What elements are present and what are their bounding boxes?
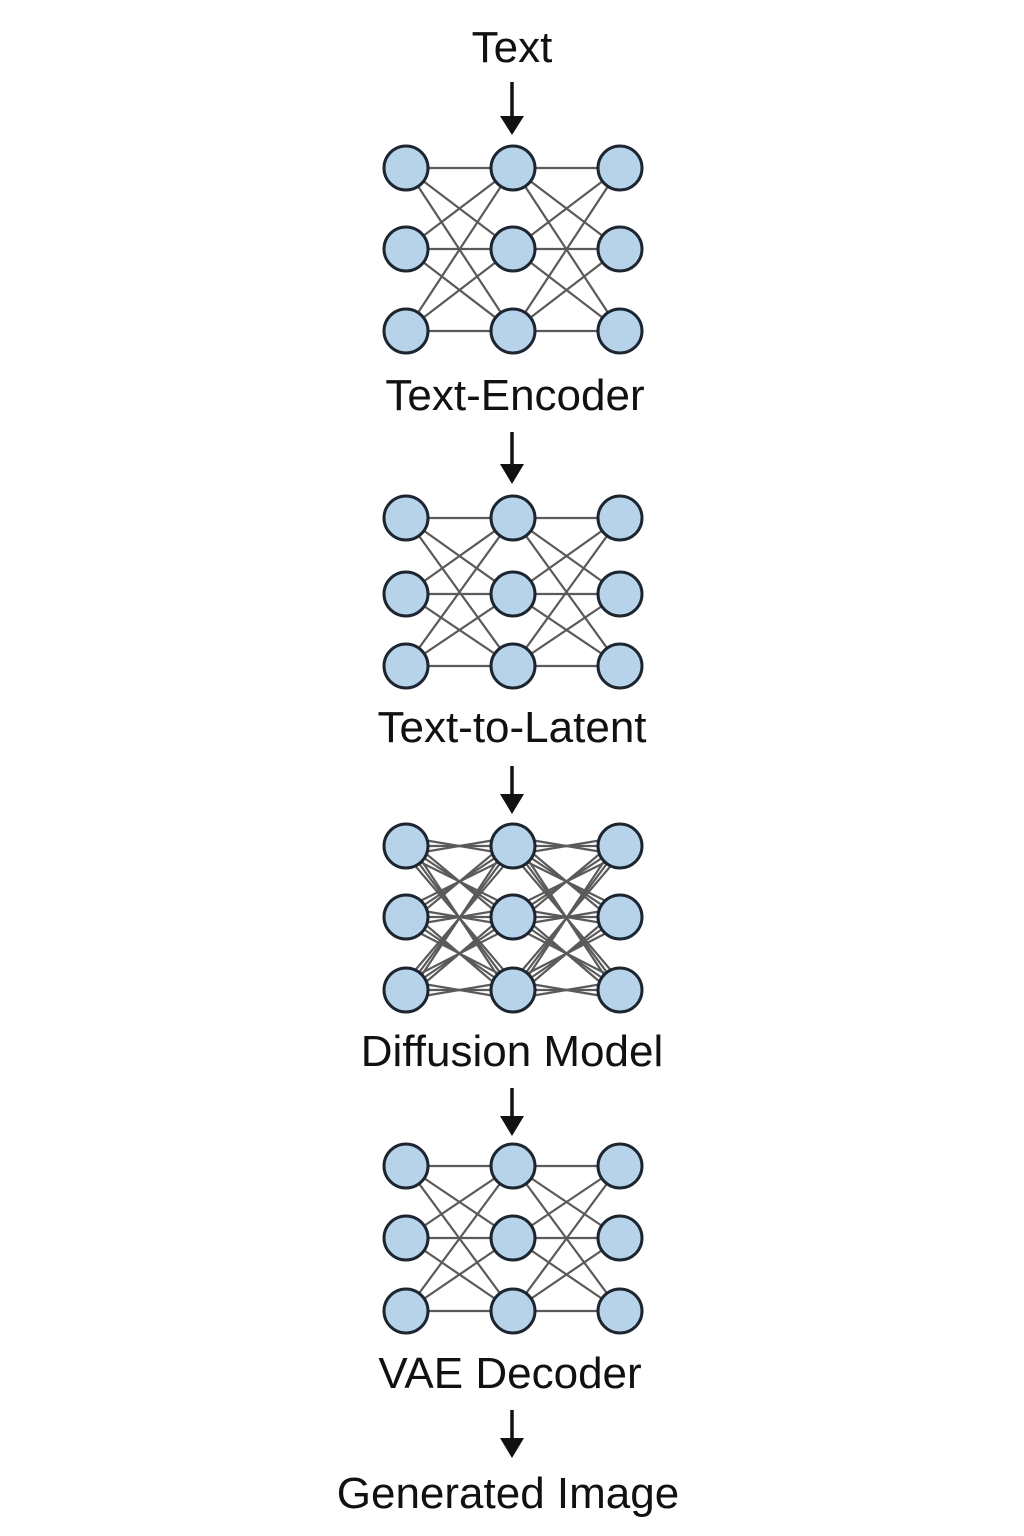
network-node <box>382 1287 430 1335</box>
stage-diffusion-model: Diffusion Model <box>361 822 663 1076</box>
network-node <box>596 494 644 542</box>
connection-edge <box>405 167 514 332</box>
network-node <box>489 642 537 690</box>
connection-edge <box>405 517 514 667</box>
network-node <box>382 1142 430 1190</box>
network-node <box>596 225 644 273</box>
network-node <box>382 893 430 941</box>
network-node <box>489 1142 537 1190</box>
network-node <box>596 144 644 192</box>
network-node <box>596 1214 644 1262</box>
network-node <box>489 494 537 542</box>
network-node <box>489 893 537 941</box>
neural-network-icon <box>382 822 644 1014</box>
network-node <box>382 307 430 355</box>
network-node <box>382 822 430 870</box>
network-node <box>596 1287 644 1335</box>
stage-label: Diffusion Model <box>361 1027 663 1076</box>
network-node <box>382 966 430 1014</box>
connection-edge <box>512 1165 621 1312</box>
network-node <box>596 642 644 690</box>
neural-network-icon <box>382 494 644 690</box>
output-label: Generated Image <box>337 1469 679 1518</box>
network-node <box>382 1214 430 1262</box>
network-node <box>489 225 537 273</box>
network-node <box>489 1214 537 1262</box>
stage-text-to-latent: Text-to-Latent <box>377 494 647 752</box>
arrow-down-icon <box>500 766 524 814</box>
network-node <box>596 966 644 1014</box>
network-node <box>596 307 644 355</box>
arrow-down-icon <box>500 1088 524 1136</box>
network-node <box>489 822 537 870</box>
network-node <box>382 494 430 542</box>
network-node <box>596 822 644 870</box>
network-node <box>382 570 430 618</box>
network-node <box>489 570 537 618</box>
input-label: Text <box>472 23 553 72</box>
connection-edge <box>405 1165 514 1312</box>
neural-network-icon <box>382 1142 644 1335</box>
stage-label: VAE Decoder <box>378 1349 641 1398</box>
arrow-down-icon <box>500 1410 524 1458</box>
network-node <box>489 966 537 1014</box>
network-node <box>596 1142 644 1190</box>
stage-vae-decoder: VAE Decoder <box>378 1142 644 1398</box>
network-node <box>382 225 430 273</box>
connection-edge <box>512 167 621 332</box>
connection-edge <box>512 517 621 667</box>
network-node <box>489 1287 537 1335</box>
neural-network-icon <box>382 144 644 355</box>
network-node <box>382 144 430 192</box>
network-node <box>596 893 644 941</box>
network-node <box>489 144 537 192</box>
stage-label: Text-to-Latent <box>377 703 646 752</box>
network-node <box>489 307 537 355</box>
arrow-down-icon <box>500 432 524 484</box>
network-node <box>596 570 644 618</box>
stage-text-encoder: Text-Encoder <box>382 144 645 420</box>
stage-label: Text-Encoder <box>385 371 644 420</box>
arrow-down-icon <box>500 82 524 135</box>
network-node <box>382 642 430 690</box>
